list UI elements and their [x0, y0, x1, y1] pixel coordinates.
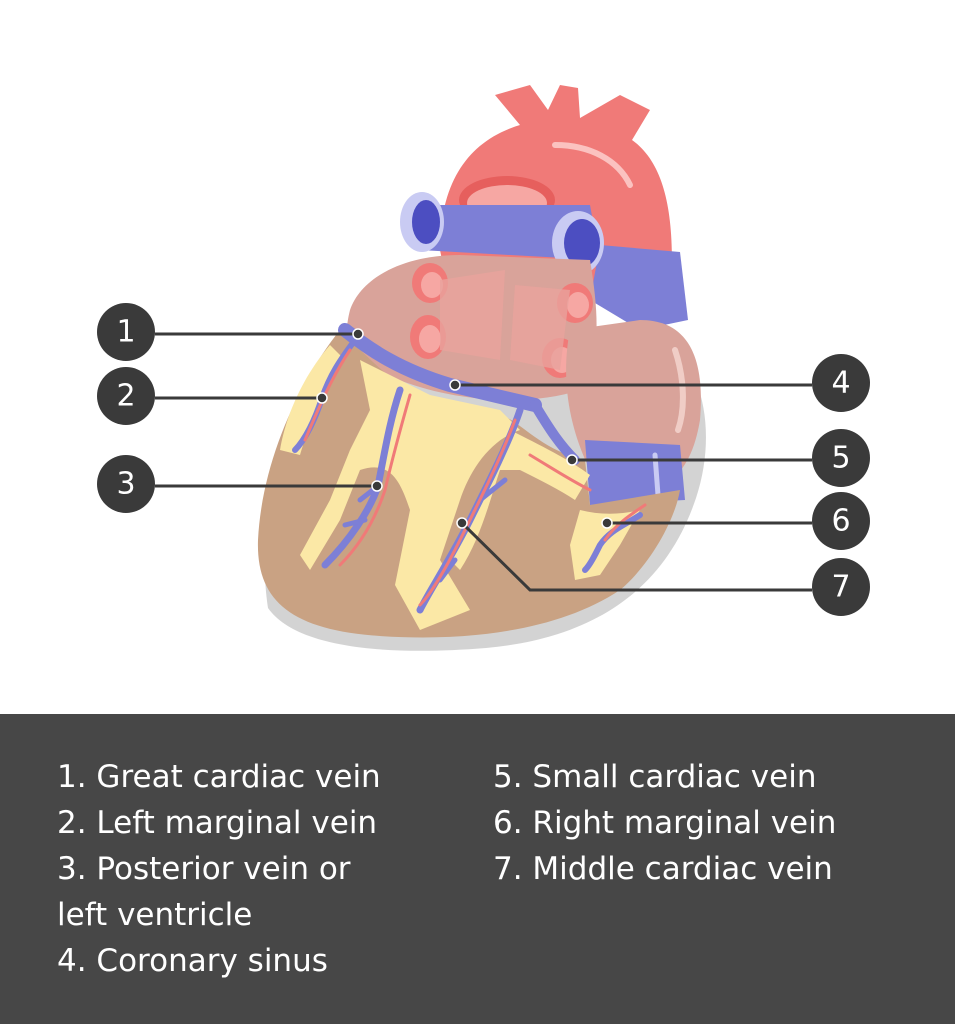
marker-6-label: 6 [831, 504, 850, 539]
marker-3-label: 3 [116, 467, 135, 502]
marker-4-label: 4 [831, 366, 850, 401]
legend-panel: 1. Great cardiac vein 2. Left marginal v… [0, 714, 955, 1024]
leader-dots [316, 328, 613, 529]
legend-item-7: 7. Middle cardiac vein [493, 851, 833, 887]
right-atrium [566, 320, 701, 505]
leader-lines [155, 332, 812, 592]
marker-5: 5 [812, 429, 870, 487]
marker-2-label: 2 [116, 379, 135, 414]
marker-7: 7 [812, 558, 870, 616]
legend-item-4: 4. Coronary sinus [57, 943, 328, 979]
marker-2: 2 [97, 367, 155, 425]
marker-5-label: 5 [831, 441, 850, 476]
heart-diagram: 1 2 3 4 5 6 7 [97, 85, 870, 651]
marker-3: 3 [97, 455, 155, 513]
legend-item-6: 6. Right marginal vein [493, 805, 837, 841]
marker-1-label: 1 [116, 315, 135, 350]
legend-item-3: 3. Posterior vein or left ventricle [57, 851, 351, 933]
legend-item-2: 2. Left marginal vein [57, 805, 378, 841]
legend-column-left: 1. Great cardiac vein 2. Left marginal v… [57, 754, 457, 984]
marker-1: 1 [97, 303, 155, 361]
marker-6: 6 [812, 492, 870, 550]
legend-item-1: 1. Great cardiac vein [57, 759, 381, 795]
vena-cava [400, 192, 688, 330]
legend-item-5: 5. Small cardiac vein [493, 759, 817, 795]
marker-7-label: 7 [831, 570, 850, 605]
legend-column-right: 5. Small cardiac vein 6. Right marginal … [493, 754, 933, 892]
marker-4: 4 [812, 354, 870, 412]
